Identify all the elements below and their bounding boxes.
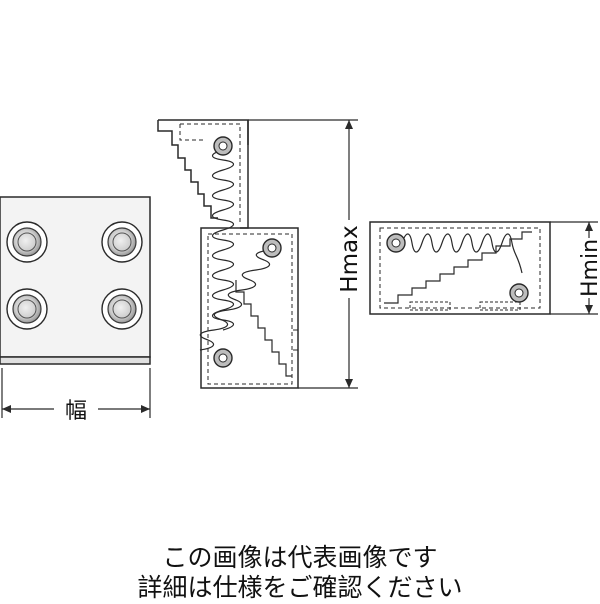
bolt-hole-icon	[101, 221, 143, 263]
compressed-side-view	[369, 221, 598, 315]
pivot-pin-icon	[386, 233, 406, 253]
hmin-label: Hmin	[578, 239, 600, 297]
hmin-dimension	[550, 221, 598, 315]
pivot-pin-icon	[213, 348, 233, 368]
compressed-block-outline	[369, 221, 551, 315]
caption-line-2: 詳細は仕様をご確認ください	[137, 573, 463, 602]
width-dimension	[1, 368, 151, 418]
lower-block-outline	[200, 227, 299, 389]
caption-line-1: この画像は代表画像です	[162, 543, 438, 572]
bolt-hole-icon	[6, 221, 48, 263]
width-label: 幅	[65, 399, 87, 424]
bolt-hole-icon	[101, 288, 143, 330]
front-view: 幅	[0, 196, 151, 424]
pivot-pin-icon	[213, 136, 233, 156]
hmax-label: Hmax	[337, 225, 363, 292]
front-bottom-edge	[0, 356, 151, 365]
hmax-dimension	[248, 119, 358, 389]
spring-icon	[401, 233, 523, 274]
spring-icon	[211, 149, 235, 331]
pivot-pin-icon	[509, 283, 529, 303]
pivot-pin-icon	[262, 238, 282, 258]
front-face	[0, 196, 151, 358]
extended-side-view	[157, 119, 358, 389]
spring-icon	[199, 249, 271, 351]
bolt-hole-icon	[6, 288, 48, 330]
